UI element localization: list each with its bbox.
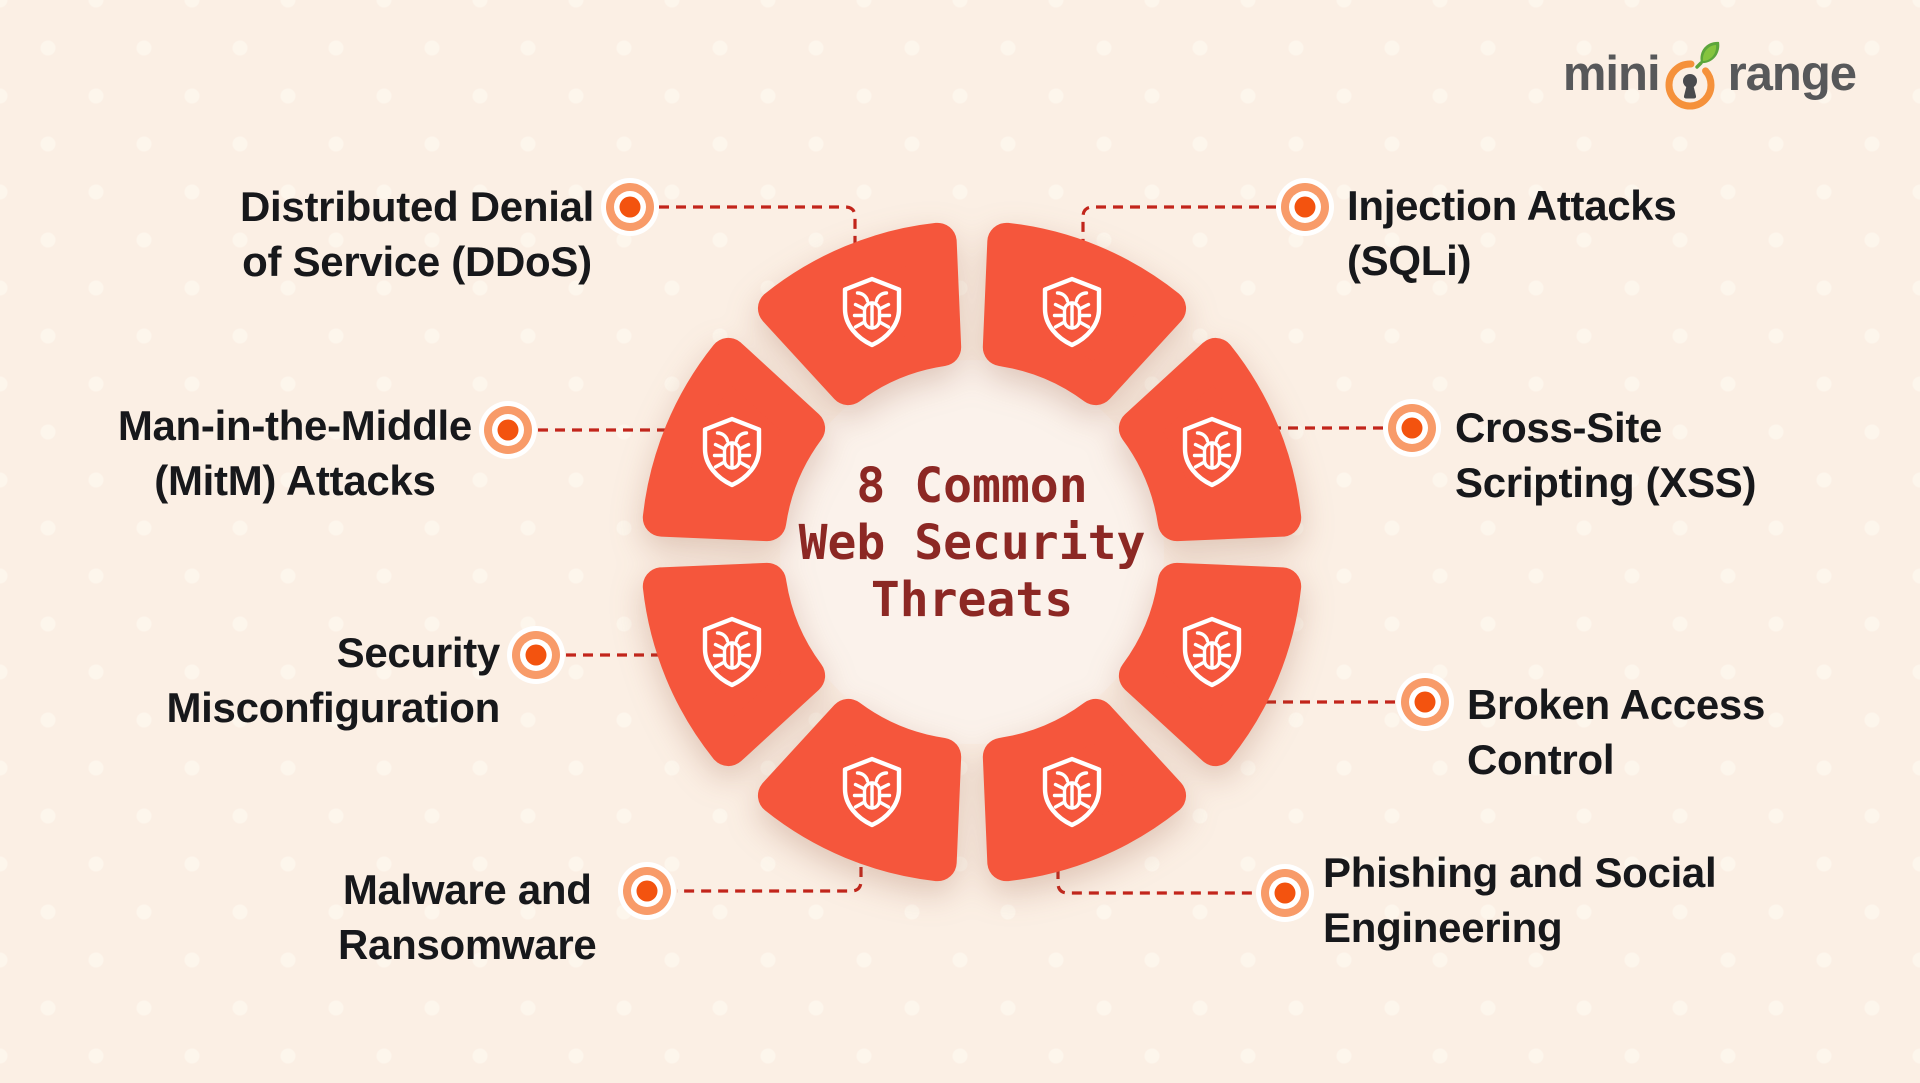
label-line: Broken Access: [1467, 681, 1766, 728]
bullseye-marker-broken-access: [1396, 673, 1454, 731]
logo-text-range: range: [1727, 47, 1857, 101]
label-line: Scripting (XSS): [1455, 459, 1757, 506]
bullseye-marker-malware: [618, 862, 676, 920]
label-line: (MitM) Attacks: [154, 457, 436, 504]
label-line: Distributed Denial: [240, 183, 594, 230]
label-line: Phishing and Social: [1323, 849, 1717, 896]
label-line: Malware and: [342, 866, 592, 913]
logo-keyhole-icon: [1682, 74, 1697, 88]
label-line: Misconfiguration: [166, 684, 500, 731]
threat-label-broken-access: Broken Access Control: [1467, 677, 1765, 787]
threat-label-phishing: Phishing and Social Engineering: [1323, 845, 1717, 955]
threat-label-xss: Cross-Site Scripting (XSS): [1455, 400, 1757, 510]
connector-line-malware: [677, 850, 863, 893]
logo-orange-icon: [1665, 41, 1719, 110]
connector-line-phishing: [1056, 852, 1256, 895]
label-line: Control: [1467, 736, 1615, 783]
logo-ring: [1665, 60, 1715, 110]
bullseye-marker-misconfig: [507, 626, 565, 684]
bullseye-marker-injection: [1276, 178, 1334, 236]
bullseye-marker-mitm: [479, 401, 537, 459]
threat-label-ddos: Distributed Denial of Service (DDoS): [240, 179, 594, 289]
bullseye-marker-phishing: [1256, 864, 1314, 922]
label-line: (SQLi): [1347, 237, 1472, 284]
bullseye-marker-xss: [1383, 399, 1441, 457]
label-line: Security: [336, 629, 501, 676]
connector-lines: [538, 205, 1395, 895]
threat-label-mitm: Man-in-the-Middle (MitM) Attacks: [118, 398, 472, 508]
label-line: Cross-Site: [1455, 404, 1663, 451]
logo-text-mini: mini: [1562, 47, 1661, 101]
connector-line-ddos: [659, 205, 857, 252]
label-line: Ransomware: [338, 921, 597, 968]
title-line: Web Security: [798, 515, 1146, 571]
title-line: 8 Common: [856, 458, 1088, 514]
label-line: Injection Attacks: [1347, 182, 1677, 229]
connector-line-injection: [1081, 205, 1276, 252]
label-line: Engineering: [1323, 904, 1563, 951]
threat-label-malware: Malware and Ransomware: [338, 862, 597, 972]
title-line: Threats: [870, 572, 1074, 628]
threat-label-misconfig: Security Misconfiguration: [166, 625, 500, 735]
label-line: of Service (DDoS): [242, 238, 592, 285]
bullseye-marker-ddos: [601, 178, 659, 236]
threat-label-injection: Injection Attacks (SQLi): [1347, 178, 1677, 288]
wheel-inner-disk: [780, 360, 1164, 744]
label-line: Man-in-the-Middle: [117, 402, 472, 449]
center-title: 8 Common Web Security Threats: [799, 458, 1146, 629]
brand-logo: mini range: [1562, 36, 1857, 112]
